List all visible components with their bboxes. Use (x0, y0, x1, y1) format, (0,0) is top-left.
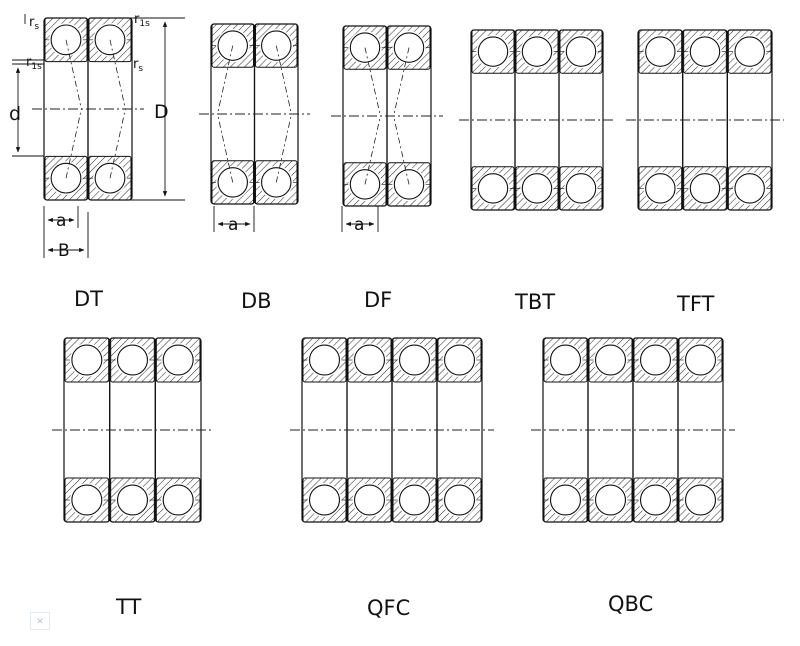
rs-label: rs (29, 15, 39, 32)
bearing-tbt (459, 29, 615, 211)
r1s-label-top: r1s (134, 12, 150, 29)
label-tt: TT (116, 595, 142, 619)
r1s-label-left: r1s (26, 55, 42, 72)
label-qbc: QBC (608, 592, 654, 616)
bearing-qfc (290, 337, 494, 523)
contact-offset-label: a (56, 211, 66, 231)
df-contact-offset-label: a (354, 215, 364, 235)
broken-image-icon: ✕ (30, 612, 50, 630)
bearing-qbc (531, 337, 735, 523)
bearing-tt (52, 337, 213, 523)
dimension-annotations (12, 14, 379, 258)
label-df: DF (364, 288, 393, 312)
label-qfc: QFC (367, 596, 411, 620)
width-label: B (58, 241, 70, 261)
label-tbt: TBT (515, 290, 556, 314)
bearing-db (199, 23, 310, 205)
outer-diameter-label: D (154, 101, 169, 123)
bearing-df (331, 25, 443, 207)
label-tft: TFT (677, 292, 715, 316)
bore-label: d (9, 103, 21, 125)
bearing-tft (626, 29, 784, 211)
label-dt: DT (74, 287, 103, 311)
label-db: DB (241, 289, 272, 313)
rs-label-right: rs (133, 57, 143, 74)
dimension-labels: rs r1s r1s rs d D a B a a (9, 12, 364, 261)
bearing-dt (32, 17, 144, 201)
db-contact-offset-label: a (228, 215, 238, 235)
